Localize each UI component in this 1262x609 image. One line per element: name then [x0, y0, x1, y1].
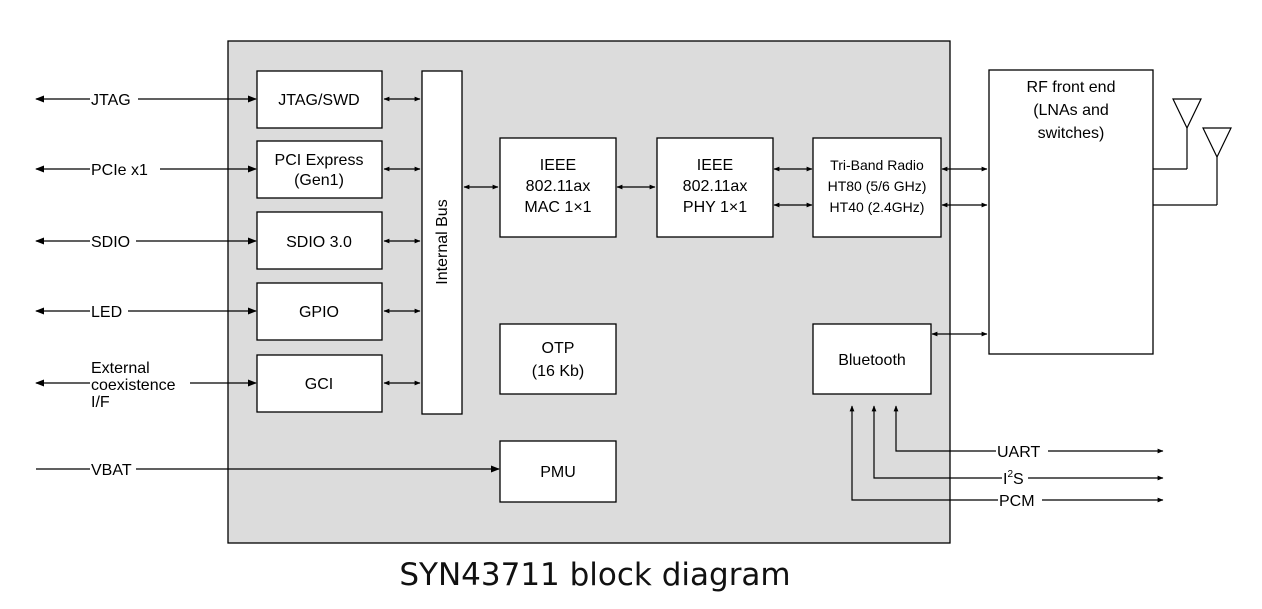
bluetooth-block	[812, 323, 932, 395]
mac-label-line2: 802.11ax	[526, 178, 591, 195]
jtag-signal-label: JTAG	[91, 92, 131, 109]
pci-express-label-line1: PCI Express	[275, 152, 364, 169]
led-signal-label: LED	[91, 304, 122, 321]
pci-express-block	[256, 140, 383, 199]
sdio-signal-label: SDIO	[91, 234, 130, 251]
bus-connectors	[383, 96, 988, 386]
pmu-label: PMU	[540, 464, 576, 481]
rf-label-line1: RF front end	[1027, 79, 1116, 96]
radio-label-line2: HT80 (5/6 GHz)	[828, 178, 927, 194]
gpio-block	[256, 282, 383, 341]
otp-block	[499, 323, 617, 395]
coex-label-line3: I/F	[91, 394, 110, 411]
internal-bus-label: Internal Bus	[434, 199, 451, 284]
otp-label-line1: OTP	[542, 340, 575, 357]
rf-front-end-block	[988, 69, 1154, 355]
pcie-signal-label: PCIe x1	[91, 162, 148, 179]
rf-label-line3: switches)	[1038, 125, 1105, 142]
radio-label-line1: Tri-Band Radio	[830, 157, 924, 173]
mac-label-line1: IEEE	[540, 157, 576, 174]
i2s-signal-label: I2S	[1003, 469, 1024, 488]
bluetooth-label: Bluetooth	[838, 352, 906, 369]
sdio-block	[256, 211, 383, 270]
mac-block	[499, 137, 617, 238]
radio-label-line3: HT40 (2.4GHz)	[830, 199, 925, 215]
pci-express-label-line2: (Gen1)	[294, 172, 344, 189]
diagram-caption: SYN43711 block diagram	[399, 557, 791, 593]
gci-label: GCI	[305, 376, 333, 393]
coex-label-line1: External	[91, 360, 150, 377]
sdio30-label: SDIO 3.0	[286, 234, 352, 251]
pcm-signal-label: PCM	[999, 493, 1035, 510]
radio-block	[812, 137, 942, 238]
jtag-swd-block	[256, 70, 383, 129]
internal-bus-block	[421, 70, 463, 415]
vbat-signal-label: VBAT	[91, 462, 132, 479]
rf-label-line2: (LNAs and	[1033, 102, 1109, 119]
bluetooth-host-lines	[849, 405, 1164, 503]
coex-label-line2: coexistence	[91, 377, 176, 394]
antenna-icon	[1153, 98, 1232, 206]
phy-label-line3: PHY 1×1	[683, 199, 747, 216]
otp-label-line2: (16 Kb)	[532, 363, 584, 380]
external-interface-lines	[35, 95, 500, 473]
pmu-block	[499, 440, 617, 503]
phy-label-line2: 802.11ax	[683, 178, 748, 195]
phy-label-line1: IEEE	[697, 157, 733, 174]
jtag-swd-label: JTAG/SWD	[278, 92, 359, 109]
gci-block	[256, 354, 383, 413]
uart-signal-label: UART	[997, 444, 1040, 461]
phy-block	[656, 137, 774, 238]
mac-label-line3: MAC 1×1	[524, 199, 591, 216]
gpio-label: GPIO	[299, 304, 339, 321]
